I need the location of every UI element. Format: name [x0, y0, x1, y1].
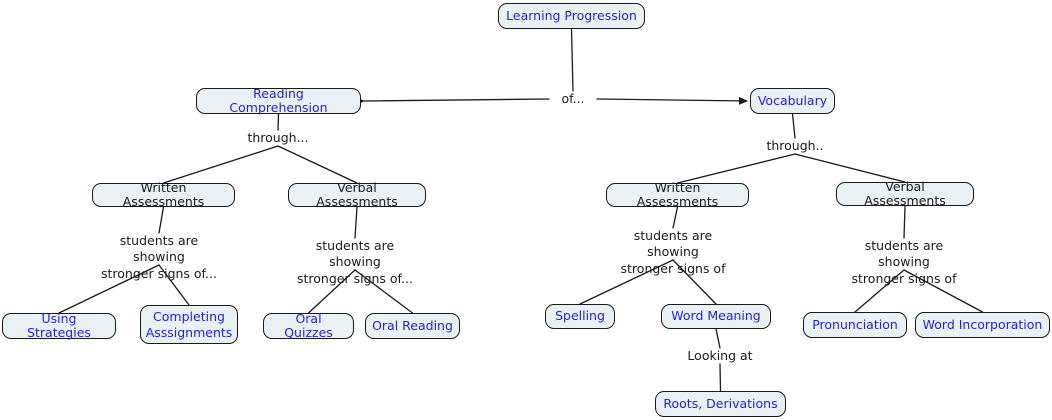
edge-label-vc-written-desc: students are showing stronger signs of	[620, 228, 726, 276]
edge-vc-verbal-to-vc-verbal-desc	[903, 205, 906, 239]
edge-label-looking-at: Looking at	[687, 348, 753, 363]
edge-word-meaning-to-looking-at	[715, 328, 721, 349]
edge-rc-verbal-to-rc-verbal-desc	[354, 206, 358, 239]
edge-reading-to-rc-through	[277, 113, 280, 131]
edge-of-to-vocabulary	[596, 96, 748, 105]
node-rc-verbal[interactable]: Verbal Assessments	[288, 180, 426, 209]
edge-vocabulary-to-vc-through	[791, 113, 796, 139]
edge-rc-written-to-rc-written-desc	[158, 206, 165, 234]
edge-label-vc-verbal-desc: students are showing stronger signs of	[851, 238, 957, 286]
edge-of-to-reading	[355, 97, 550, 106]
edge-label-rc-written-desc: students are showing stronger signs of..…	[101, 233, 217, 281]
node-vc-verbal[interactable]: Verbal Assessments	[836, 179, 974, 208]
edge-label-vc-through: through..	[766, 138, 824, 153]
node-completing[interactable]: Completing Asssignments	[140, 305, 238, 344]
node-word-incorp[interactable]: Word Incorporation	[915, 312, 1050, 338]
node-word-meaning[interactable]: Word Meaning	[661, 304, 771, 329]
edge-vc-through-to-vc-written	[676, 153, 796, 184]
node-pronunciation[interactable]: Pronunciation	[803, 312, 907, 338]
node-vc-written[interactable]: Written Assessments	[606, 180, 749, 209]
node-using-strategies[interactable]: Using Strategies	[2, 311, 116, 340]
edge-root-to-of	[570, 28, 574, 92]
node-reading[interactable]: Reading Comprehension	[196, 86, 361, 115]
edge-label-rc-verbal-desc: students are showing stronger signs of..…	[297, 238, 413, 286]
edge-rc-through-to-rc-written	[162, 145, 279, 184]
node-root[interactable]: Learning Progression	[498, 3, 645, 29]
edge-label-of: of...	[561, 91, 585, 106]
edge-label-rc-through: through...	[247, 130, 309, 145]
node-oral-quizzes[interactable]: Oral Quizzes	[263, 311, 354, 340]
node-rc-written[interactable]: Written Assessments	[92, 180, 235, 209]
edge-vc-written-to-vc-written-desc	[672, 206, 679, 229]
node-vocabulary[interactable]: Vocabulary	[750, 88, 835, 114]
edge-looking-at-to-roots	[719, 363, 722, 392]
edge-vc-through-to-vc-verbal	[794, 153, 906, 183]
node-roots[interactable]: Roots, Derivations	[655, 391, 786, 417]
node-oral-reading[interactable]: Oral Reading	[365, 313, 460, 339]
node-spelling[interactable]: Spelling	[545, 304, 615, 329]
edge-rc-through-to-rc-verbal	[277, 145, 358, 184]
